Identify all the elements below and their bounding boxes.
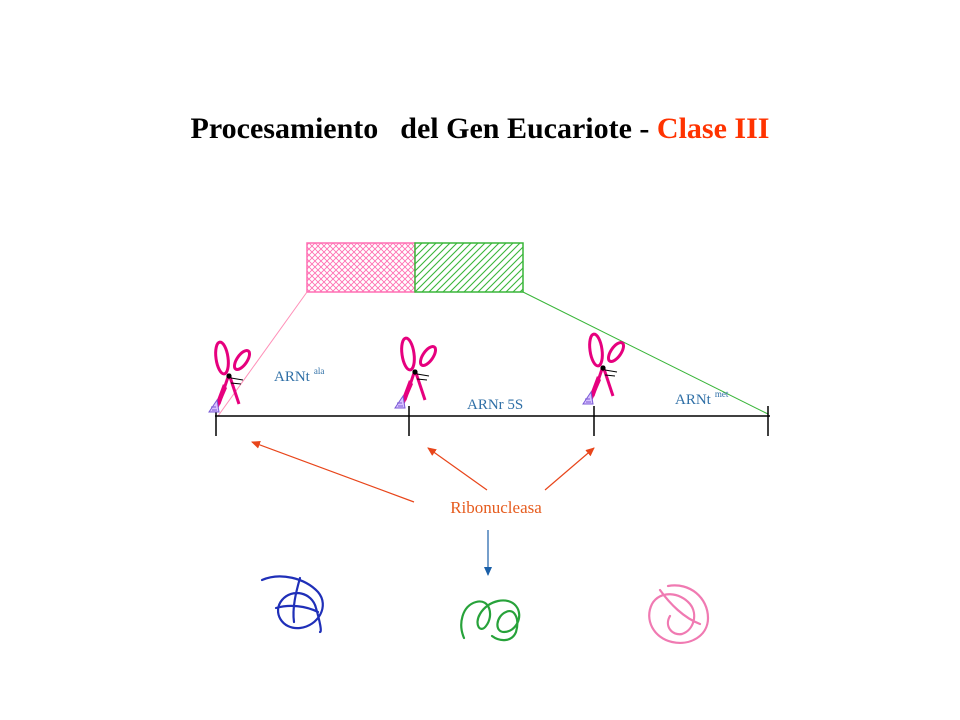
page-title: Procesamiento del Gen Eucariote - Clase I… xyxy=(0,112,960,146)
scissors-icon xyxy=(393,335,440,410)
scissors-icon xyxy=(581,331,628,406)
label-rrna-5s: ARNr 5S xyxy=(467,397,523,413)
rna-coil-icon xyxy=(260,575,324,634)
trna-ala-block xyxy=(306,242,416,293)
title-accent: Clase III xyxy=(656,112,770,145)
rna-coil-icon xyxy=(460,599,521,642)
title-part-1: Procesamiento xyxy=(190,112,379,145)
enzyme-label: Ribonucleasa xyxy=(450,498,542,517)
arrow-to-site-2 xyxy=(427,447,488,491)
expand-line-right xyxy=(522,291,769,415)
arrow-to-site-3 xyxy=(544,447,595,491)
rrna-block xyxy=(414,242,524,293)
title-part-2: del Gen Eucariote - xyxy=(400,112,650,145)
arrow-to-site-1 xyxy=(251,441,415,503)
rna-coil-icon xyxy=(648,584,710,644)
expand-line-left xyxy=(217,291,308,417)
